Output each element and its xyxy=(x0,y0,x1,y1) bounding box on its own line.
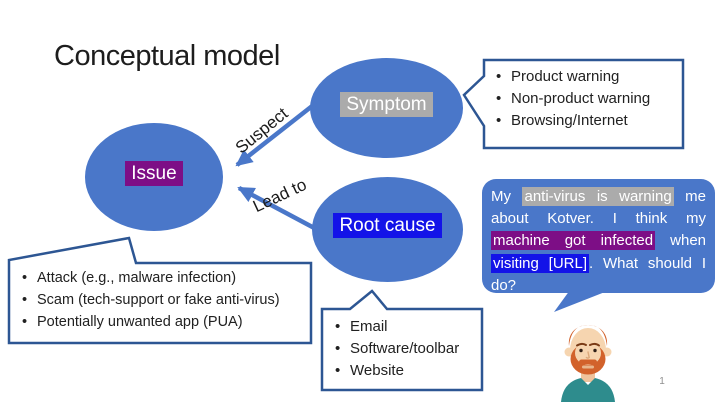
list-item: Email xyxy=(334,316,479,338)
speech-line: do? xyxy=(491,276,517,294)
arrow-lead-to xyxy=(237,186,320,232)
speech-line: My anti-virus is warning me xyxy=(491,187,706,206)
speech-bubble-tail xyxy=(554,290,610,312)
speech-line: visiting [URL]. What should I xyxy=(491,253,706,273)
speech-line: machine got infected when xyxy=(491,231,707,251)
avatar-mouth xyxy=(582,365,594,369)
list-item: Website xyxy=(334,360,479,382)
user-avatar xyxy=(561,325,615,402)
node-root-cause-label: Root cause xyxy=(312,213,463,238)
page-number: 1 xyxy=(659,376,665,387)
list-item: Browsing/Internet xyxy=(495,110,680,132)
list-item: Attack (e.g., malware infection) xyxy=(21,267,309,289)
avatar-mustache xyxy=(579,359,597,365)
avatar-eyebrow xyxy=(576,342,587,347)
list-item: Software/toolbar xyxy=(334,338,479,360)
page-title: Conceptual model xyxy=(54,40,280,72)
list-item: Non-product warning xyxy=(495,88,680,110)
node-issue-label: Issue xyxy=(85,161,223,186)
speech-line: about Kotver. I think my xyxy=(491,210,706,228)
list-item: Potentially unwanted app (PUA) xyxy=(21,311,309,333)
callout-root-cause-list: Email Software/toolbar Website xyxy=(334,316,479,382)
avatar-nose xyxy=(585,351,590,359)
arrow-suspect xyxy=(235,101,318,167)
list-item: Product warning xyxy=(495,66,680,88)
avatar-eye xyxy=(579,348,583,353)
callout-symptom-list: Product warning Non-product warning Brow… xyxy=(495,66,680,132)
speech-bubble: My anti-virus is warning me about Kotver… xyxy=(482,179,715,294)
list-item: Scam (tech-support or fake anti-virus) xyxy=(21,289,309,311)
avatar-eye xyxy=(593,348,597,353)
avatar-eyebrow xyxy=(589,342,600,347)
callout-issue-list: Attack (e.g., malware infection) Scam (t… xyxy=(21,267,309,333)
avatar-shirt xyxy=(561,378,615,402)
node-symptom-label: Symptom xyxy=(310,92,463,117)
